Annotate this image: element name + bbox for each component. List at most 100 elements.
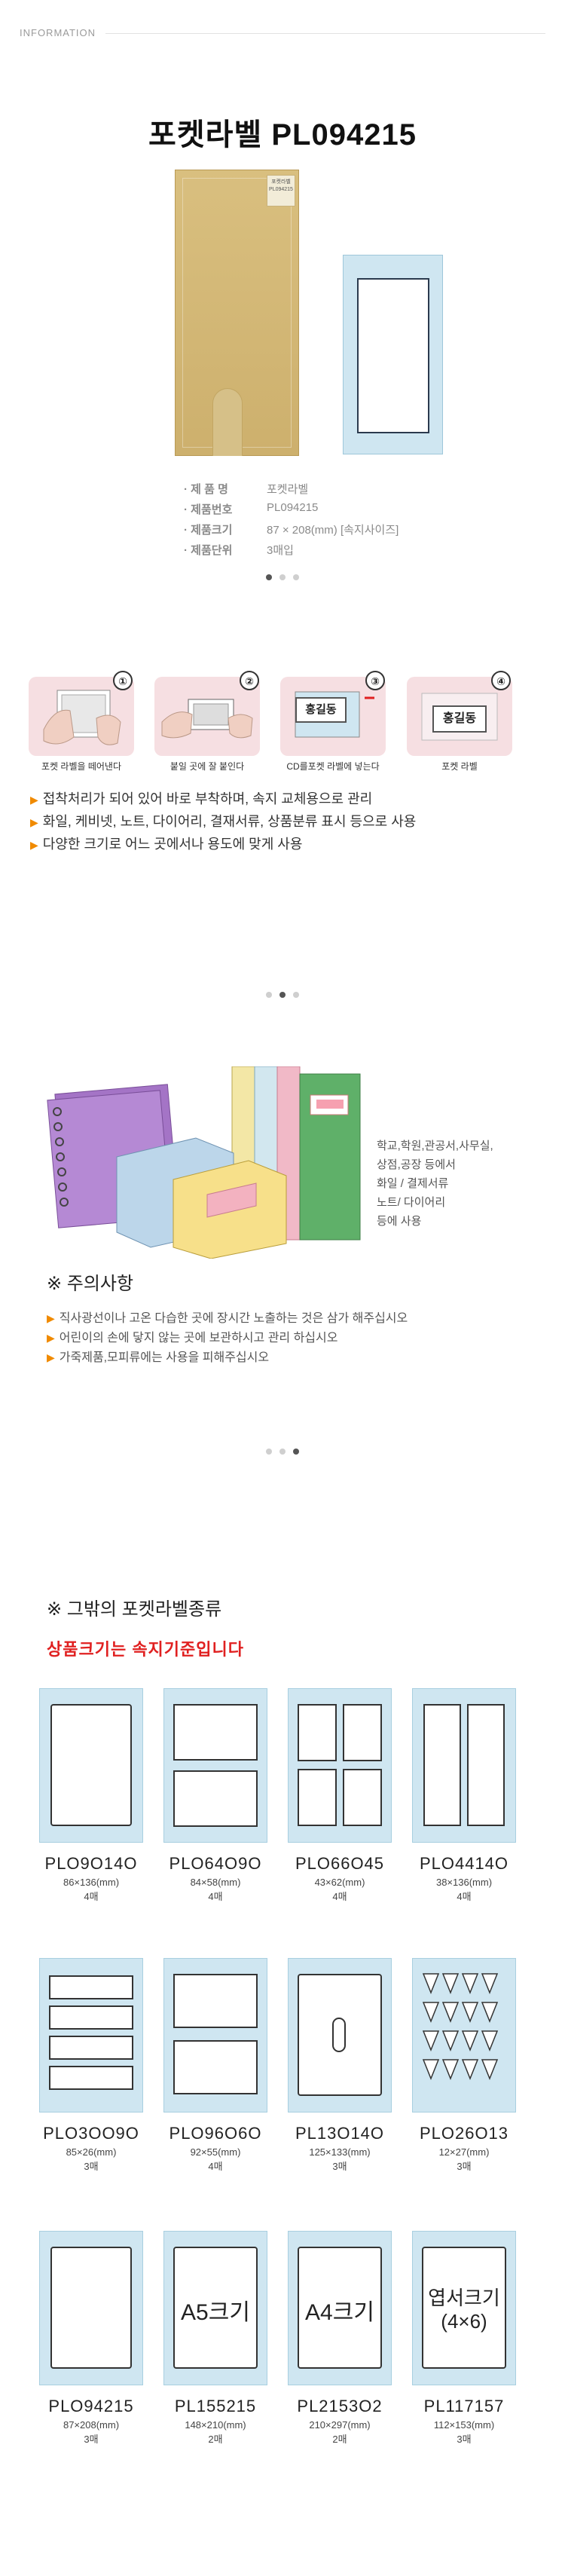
product-thumb[interactable] [163, 1958, 267, 2113]
spec-value: 3매입 [267, 544, 294, 557]
triangle-bullet-icon: ▶ [30, 839, 38, 851]
caution-item: ▶직사광선이나 고온 다습한 곳에 장시간 노출하는 것은 삼가 해주십시오 [47, 1312, 408, 1325]
product-size: 210×297(mm) [309, 2419, 371, 2431]
product-size: 85×26(mm) [66, 2146, 117, 2158]
product-qty: 4매 [208, 2161, 223, 2172]
triangle-bullet-icon: ▶ [30, 816, 38, 828]
divider [105, 33, 545, 34]
usage-line: 노트/ 다이어리 [377, 1196, 446, 1209]
product-code: PLO26O13 [419, 2124, 509, 2143]
triangle-bullet-icon: ▶ [30, 794, 38, 806]
usage-illustration [47, 1066, 361, 1259]
name-card: 홍길동 [295, 697, 347, 723]
section-label: INFORMATION [20, 27, 96, 38]
carousel-dot[interactable] [266, 574, 272, 580]
size-label: 엽서크기 [428, 2287, 500, 2309]
product-qty: 3매 [84, 2434, 99, 2445]
step-number: ② [240, 671, 259, 690]
carousel-dot[interactable] [279, 992, 286, 998]
usage-line: 학교,학원,관공서,사무실, [377, 1140, 493, 1152]
product-thumb[interactable] [39, 2231, 143, 2385]
name-card: 홍길동 [432, 705, 487, 733]
feature-bullet: ▶화일, 케비넷, 노트, 다이어리, 결재서류, 상품분류 표시 등으로 사용 [30, 814, 417, 829]
carousel-dot[interactable] [266, 992, 272, 998]
carousel-dots [0, 574, 565, 580]
product-qty: 3매 [457, 2434, 472, 2445]
triangle-pockets [422, 1973, 499, 2081]
product-code: PLO64O9O [169, 1854, 262, 1873]
pocket-product-tag: 포켓라벨 PL094215 [267, 175, 295, 207]
other-products-heading: ※ 그밖의 포켓라벨종류 [47, 1599, 222, 1620]
triangle-bullet-icon: ▶ [47, 1351, 55, 1363]
step-caption: 포켓 라벨 [441, 761, 478, 772]
page-title: 포켓라벨 PL094215 [148, 118, 417, 151]
file-boxes [116, 1137, 287, 1259]
usage-line: 등에 사용 [377, 1215, 422, 1228]
product-thumb[interactable] [39, 1688, 143, 1843]
product-size: 112×153(mm) [433, 2419, 495, 2431]
step-1-image [29, 677, 134, 756]
insert-card-window [357, 278, 429, 433]
product-thumb[interactable] [412, 1688, 516, 1843]
carousel-dot[interactable] [279, 574, 286, 580]
pocket-thumb-slot [212, 388, 243, 456]
usage-line: 화일 / 결제서류 [377, 1177, 449, 1190]
carousel-dot[interactable] [279, 1449, 286, 1455]
carousel-dots [0, 992, 565, 998]
product-code: PLO4414O [419, 1854, 509, 1873]
feature-bullet: ▶접착처리가 되어 있어 바로 부착하며, 속지 교체용으로 관리 [30, 791, 373, 806]
triangle-bullet-icon: ▶ [47, 1312, 55, 1324]
triangle-bullet-icon: ▶ [47, 1332, 55, 1344]
size-label: (4×6) [441, 2310, 487, 2333]
spec-key: · 제 품 명 [184, 483, 228, 496]
product-qty: 3매 [84, 2161, 99, 2172]
step-caption: 포켓 라벨을 떼어낸다 [41, 761, 122, 772]
carousel-dot[interactable] [266, 1449, 272, 1455]
product-qty: 4매 [332, 1891, 347, 1902]
spec-key: · 제품단위 [184, 544, 233, 557]
product-code: PLO3OO9O [43, 2124, 139, 2143]
carousel-dot[interactable] [293, 992, 299, 998]
product-thumb[interactable] [39, 1958, 143, 2113]
product-thumb[interactable] [288, 1688, 392, 1843]
product-thumb[interactable]: A5크기 [163, 2231, 267, 2385]
product-size: 43×62(mm) [314, 1877, 365, 1888]
product-thumb[interactable]: A4크기 [288, 2231, 392, 2385]
step-number: ④ [491, 671, 511, 690]
product-code: PL13O14O [295, 2124, 385, 2143]
step-caption: 붙일 곳에 잘 붙인다 [170, 761, 245, 772]
product-qty: 3매 [457, 2161, 472, 2172]
other-products-note: 상품크기는 속지기준입니다 [47, 1640, 244, 1659]
product-thumb[interactable]: 엽서크기 (4×6) [412, 2231, 516, 2385]
product-size: 125×133(mm) [309, 2146, 371, 2158]
product-size: 87×208(mm) [63, 2419, 120, 2431]
carousel-dot[interactable] [293, 574, 299, 580]
spec-key: · 제품크기 [184, 524, 233, 537]
product-qty: 2매 [208, 2434, 223, 2445]
step-caption: CD를포켓 라벨에 넣는다 [286, 761, 380, 772]
attach-illustration [161, 699, 253, 739]
usage-line: 상점,공장 등에서 [377, 1158, 456, 1171]
step-number: ① [113, 671, 133, 690]
spec-value: 87 × 208(mm) [속지사이즈] [267, 524, 399, 537]
product-qty: 3매 [332, 2161, 347, 2172]
caution-item: ▶가죽제품,모피류에는 사용을 피해주십시오 [47, 1351, 270, 1364]
product-thumb[interactable] [163, 1688, 267, 1843]
product-thumb[interactable] [412, 1958, 516, 2113]
caution-heading: ※ 주의사항 [47, 1274, 134, 1294]
product-size: 84×58(mm) [190, 1877, 241, 1888]
product-code: PLO9O14O [44, 1854, 138, 1873]
product-size: 86×136(mm) [63, 1877, 120, 1888]
spec-value: 포켓라벨 [267, 483, 309, 496]
product-code: PLO94215 [48, 2397, 134, 2415]
size-label: A4크기 [305, 2300, 374, 2325]
product-code: PL155215 [174, 2397, 257, 2415]
product-size: 92×55(mm) [190, 2146, 241, 2158]
carousel-dot[interactable] [293, 1449, 299, 1455]
product-code: PL117157 [423, 2397, 505, 2415]
product-size: 12×27(mm) [438, 2146, 490, 2158]
product-thumb[interactable] [288, 1958, 392, 2113]
step-number: ③ [365, 671, 385, 690]
step-2-image [154, 677, 260, 756]
product-code: PL2153O2 [297, 2397, 383, 2415]
